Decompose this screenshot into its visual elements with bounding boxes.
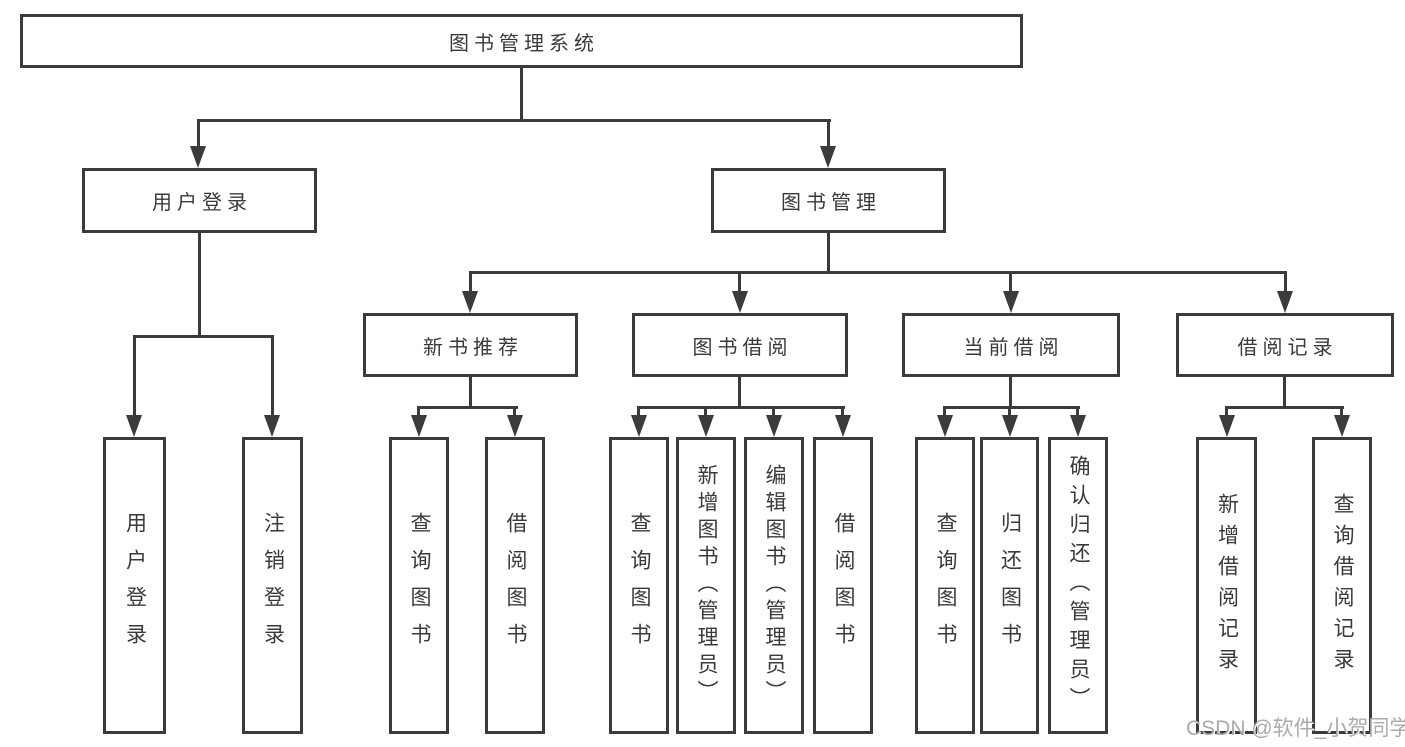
leaf-logout: 注销登录 xyxy=(242,437,303,734)
connector-vline xyxy=(271,335,274,417)
leaf-borrow-books-borrowing-label: 借阅图书 xyxy=(832,511,855,660)
node-book-borrowing-label: 图书借阅 xyxy=(692,336,793,359)
connector-hline xyxy=(469,271,1287,274)
connector-vline xyxy=(1008,406,1011,422)
leaf-query-books-recommend: 查询图书 xyxy=(389,437,449,734)
arrow-down-icon xyxy=(631,415,647,437)
arrow-down-icon xyxy=(1002,415,1018,437)
connector-vline xyxy=(738,377,741,409)
node-book-management: 图书管理 xyxy=(711,168,946,233)
connector-vline xyxy=(1009,377,1012,409)
connector-vline xyxy=(1283,377,1286,409)
connector-vline xyxy=(197,119,200,149)
leaf-confirm-return-admin: 确认归还（管理员） xyxy=(1048,437,1108,734)
arrow-down-icon xyxy=(937,415,953,437)
leaf-return-books-label: 归还图书 xyxy=(998,511,1022,660)
connector-vline xyxy=(827,233,830,274)
arrow-down-icon xyxy=(1334,415,1350,437)
arrow-down-icon xyxy=(264,415,280,437)
connector-hline xyxy=(197,119,831,122)
arrow-down-icon xyxy=(190,146,206,168)
leaf-query-books-current-label: 查询图书 xyxy=(934,511,957,660)
leaf-logout-label: 注销登录 xyxy=(261,511,285,660)
connector-vline xyxy=(827,119,830,149)
connector-vline xyxy=(133,335,136,417)
node-user-login-label: 用户登录 xyxy=(152,192,252,214)
connector-vline xyxy=(417,406,420,422)
connector-vline xyxy=(637,406,640,422)
connector-hline xyxy=(417,406,518,409)
arrow-down-icon xyxy=(732,291,748,313)
connector-vline xyxy=(772,406,775,422)
arrow-down-icon xyxy=(835,415,851,437)
arrow-down-icon xyxy=(507,415,523,437)
arrow-down-icon xyxy=(820,146,836,168)
arrow-down-icon xyxy=(1070,415,1086,437)
arrow-down-icon xyxy=(698,415,714,437)
node-book-borrowing: 图书借阅 xyxy=(632,313,848,377)
leaf-edit-book-admin-label: 编辑图书（管理员） xyxy=(763,464,786,707)
connector-vline xyxy=(1284,271,1287,296)
arrow-down-icon xyxy=(462,291,478,313)
node-new-book-recommend: 新书推荐 xyxy=(363,313,578,377)
connector-vline xyxy=(198,233,201,338)
connector-vline xyxy=(469,271,472,296)
node-current-borrowing: 当前借阅 xyxy=(902,313,1120,377)
arrow-down-icon xyxy=(766,415,782,437)
connector-vline xyxy=(704,406,707,422)
leaf-query-borrow-record-label: 查询借阅记录 xyxy=(1331,492,1354,679)
connector-vline xyxy=(469,377,472,409)
arrow-down-icon xyxy=(1277,291,1293,313)
node-user-login: 用户登录 xyxy=(82,168,317,233)
connector-vline xyxy=(841,406,844,422)
node-root-label: 图书管理系统 xyxy=(449,32,599,55)
arrow-down-icon xyxy=(1003,291,1019,313)
node-borrowing-records: 借阅记录 xyxy=(1176,313,1394,377)
connector-vline xyxy=(1076,406,1079,422)
node-book-management-label: 图书管理 xyxy=(781,192,881,214)
arrow-down-icon xyxy=(1219,415,1235,437)
connector-hline xyxy=(943,406,1080,409)
connector-hline xyxy=(637,406,845,409)
leaf-confirm-return-admin-label: 确认归还（管理员） xyxy=(1067,455,1090,716)
node-new-book-recommend-label: 新书推荐 xyxy=(423,336,523,359)
node-borrowing-records-label: 借阅记录 xyxy=(1237,336,1338,359)
node-root: 图书管理系统 xyxy=(20,14,1023,68)
connector-hline xyxy=(1225,406,1344,409)
arrow-down-icon xyxy=(126,415,142,437)
leaf-return-books: 归还图书 xyxy=(980,437,1039,734)
connector-hline xyxy=(133,335,274,338)
leaf-user-login: 用户登录 xyxy=(103,437,166,734)
leaf-query-books-current: 查询图书 xyxy=(915,437,975,734)
csdn-watermark: CSDN @软件_小贺同学 xyxy=(1186,717,1405,740)
connector-vline xyxy=(520,68,523,119)
connector-vline xyxy=(1009,271,1012,296)
node-current-borrowing-label: 当前借阅 xyxy=(963,336,1064,359)
connector-vline xyxy=(943,406,946,422)
leaf-borrow-books-recommend: 借阅图书 xyxy=(485,437,545,734)
leaf-query-books-borrowing-label: 查询图书 xyxy=(628,511,651,660)
connector-vline xyxy=(738,271,741,296)
leaf-add-borrow-record: 新增借阅记录 xyxy=(1196,437,1257,734)
leaf-edit-book-admin: 编辑图书（管理员） xyxy=(744,437,804,734)
connector-vline xyxy=(1225,406,1228,422)
leaf-add-borrow-record-label: 新增借阅记录 xyxy=(1215,492,1239,679)
leaf-borrow-books-recommend-label: 借阅图书 xyxy=(504,511,527,660)
arrow-down-icon xyxy=(411,415,427,437)
leaf-query-books-recommend-label: 查询图书 xyxy=(408,511,431,660)
leaf-borrow-books-borrowing: 借阅图书 xyxy=(813,437,873,734)
leaf-query-borrow-record: 查询借阅记录 xyxy=(1312,437,1372,734)
leaf-user-login-label: 用户登录 xyxy=(123,511,147,660)
leaf-query-books-borrowing: 查询图书 xyxy=(609,437,669,734)
leaf-add-book-admin-label: 新增图书（管理员） xyxy=(695,464,718,707)
leaf-add-book-admin: 新增图书（管理员） xyxy=(676,437,736,734)
connector-vline xyxy=(1340,406,1343,422)
connector-vline xyxy=(513,406,516,422)
